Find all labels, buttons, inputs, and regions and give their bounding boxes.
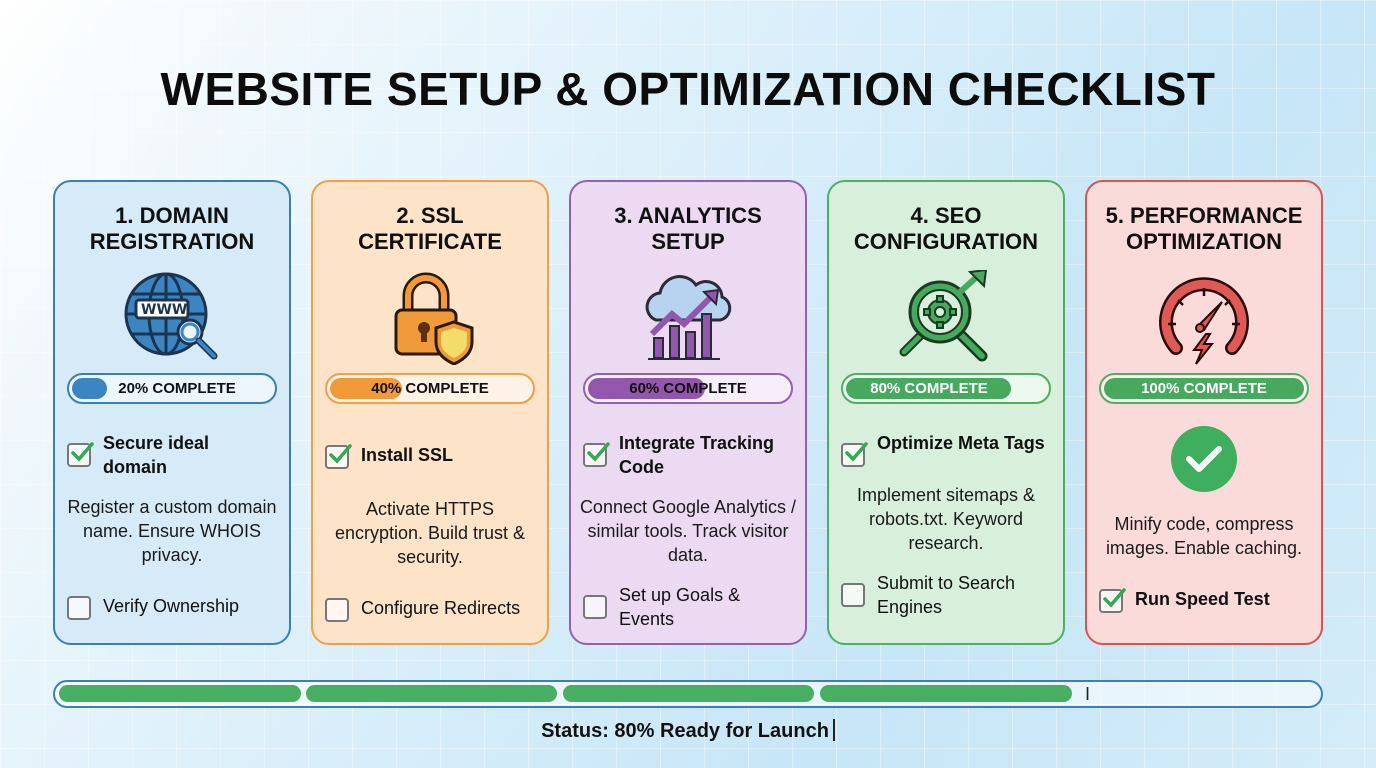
task-label: Submit to Search Engines	[877, 573, 1016, 617]
checkbox-checked[interactable]	[325, 444, 352, 469]
page-title: WEBSITE SETUP & OPTIMIZATION CHECKLIST	[160, 63, 1216, 115]
card-title: 4. SEO CONFIGURATION	[853, 203, 1039, 254]
globe-www-search-icon: WWW	[117, 267, 227, 367]
checkbox-unchecked[interactable]	[841, 583, 865, 607]
card-title: 3. ANALYTICS SETUP	[614, 203, 762, 254]
task-label: Install SSL	[361, 445, 454, 465]
task-install-ssl[interactable]: Install SSL	[325, 443, 535, 469]
card-title: 1. DOMAIN REGISTRATION	[89, 203, 255, 254]
card-description: Connect Google Analytics / similar tools…	[579, 497, 797, 565]
task-optimize-meta[interactable]: Optimize Meta Tags	[841, 431, 1051, 467]
progress-fill	[846, 378, 1011, 399]
progress-label: 40% COMPLETE	[371, 380, 489, 397]
progress-segment-4	[820, 685, 1072, 702]
svg-text:WWW: WWW	[141, 302, 187, 318]
task-run-speed-test[interactable]: Run Speed Test	[1099, 587, 1309, 613]
progress-segment-3	[563, 685, 814, 702]
card-seo-configuration: 4. SEO CONFIGURATION 80% C	[827, 180, 1065, 645]
progress-fill	[588, 378, 706, 399]
checkmark-icon	[587, 442, 610, 462]
text-caret	[832, 719, 835, 741]
checkmark-icon	[329, 444, 352, 464]
checkmark-icon	[845, 442, 868, 462]
task-verify-ownership[interactable]: Verify Ownership	[67, 594, 277, 620]
padlock-shield-icon	[375, 267, 485, 367]
progress-bar: 20% COMPLETE	[67, 373, 277, 404]
checkbox-checked[interactable]	[841, 442, 868, 467]
progress-label: 100% COMPLETE	[1141, 380, 1267, 397]
task-label: Set up Goals & Events	[619, 585, 741, 629]
checkmark-icon	[71, 442, 94, 462]
task-configure-redirects[interactable]: Configure Redirects	[325, 596, 535, 622]
cloud-bar-chart-icon	[633, 267, 743, 367]
task-label: Optimize Meta Tags	[877, 433, 1045, 453]
task-integrate-tracking[interactable]: Integrate Tracking Code	[583, 431, 793, 479]
checkbox-checked[interactable]	[67, 442, 94, 467]
task-label: Configure Redirects	[361, 598, 521, 618]
progress-fill	[1104, 378, 1304, 399]
card-domain-registration: 1. DOMAIN REGISTRATION WWW 20% COMPLETE	[53, 180, 291, 645]
progress-bar: 100% COMPLETE	[1099, 373, 1309, 404]
card-description: Minify code, compress images. Enable cac…	[1105, 514, 1303, 558]
card-analytics-setup: 3. ANALYTICS SETUP 60% COMPLETE Integrat…	[569, 180, 807, 645]
progress-segment-1	[59, 685, 301, 702]
progress-label: 60% COMPLETE	[629, 380, 747, 397]
progress-label: 80% COMPLETE	[870, 380, 988, 397]
check-circle-icon	[1171, 426, 1237, 492]
card-title: 2. SSL CERTIFICATE	[358, 203, 502, 254]
task-secure-domain[interactable]: Secure ideal domain	[67, 431, 277, 479]
task-label: Secure ideal domain	[103, 433, 210, 477]
card-description: Implement sitemaps & robots.txt. Keyword…	[856, 485, 1036, 553]
checkbox-checked[interactable]	[1099, 588, 1126, 613]
checkbox-unchecked[interactable]	[325, 598, 349, 622]
task-label: Verify Ownership	[103, 596, 240, 616]
progress-bar: 60% COMPLETE	[583, 373, 793, 404]
card-description: Register a custom domain name. Ensure WH…	[67, 497, 277, 565]
progress-fill	[72, 378, 108, 399]
progress-bar: 40% COMPLETE	[325, 373, 535, 404]
task-label: Integrate Tracking Code	[619, 433, 775, 477]
checkbox-unchecked[interactable]	[67, 596, 91, 620]
card-performance-optimization: 5. PERFORMANCE OPTIMIZATION 100% COMPLET	[1085, 180, 1323, 645]
progress-fill	[330, 378, 403, 399]
status-text: Status: 80% Ready for Launch	[541, 720, 829, 742]
checkbox-checked[interactable]	[583, 442, 610, 467]
checkmark-icon	[1103, 588, 1126, 608]
card-ssl-certificate: 2. SSL CERTIFICATE 40% COMPLETE Install …	[311, 180, 549, 645]
checklist-cards: 1. DOMAIN REGISTRATION WWW 20% COMPLETE	[53, 180, 1323, 645]
progress-label: 20% COMPLETE	[118, 380, 236, 397]
magnifier-gear-arrow-icon	[891, 267, 1001, 367]
card-title: 5. PERFORMANCE OPTIMIZATION	[1105, 203, 1303, 254]
task-label: Run Speed Test	[1135, 589, 1270, 609]
text-cursor-icon: I	[1085, 684, 1091, 704]
speedometer-lightning-icon	[1149, 267, 1259, 367]
progress-bar: 80% COMPLETE	[841, 373, 1051, 404]
checkbox-unchecked[interactable]	[583, 595, 607, 619]
status-line: Status: 80% Ready for Launch	[0, 719, 1376, 743]
task-goals-events[interactable]: Set up Goals & Events	[583, 583, 793, 631]
overall-progress-bar: I	[53, 680, 1323, 708]
card-description: Activate HTTPS encryption. Build trust &…	[334, 499, 526, 567]
task-submit-search-engines[interactable]: Submit to Search Engines	[841, 571, 1051, 619]
progress-segment-2	[306, 685, 557, 702]
